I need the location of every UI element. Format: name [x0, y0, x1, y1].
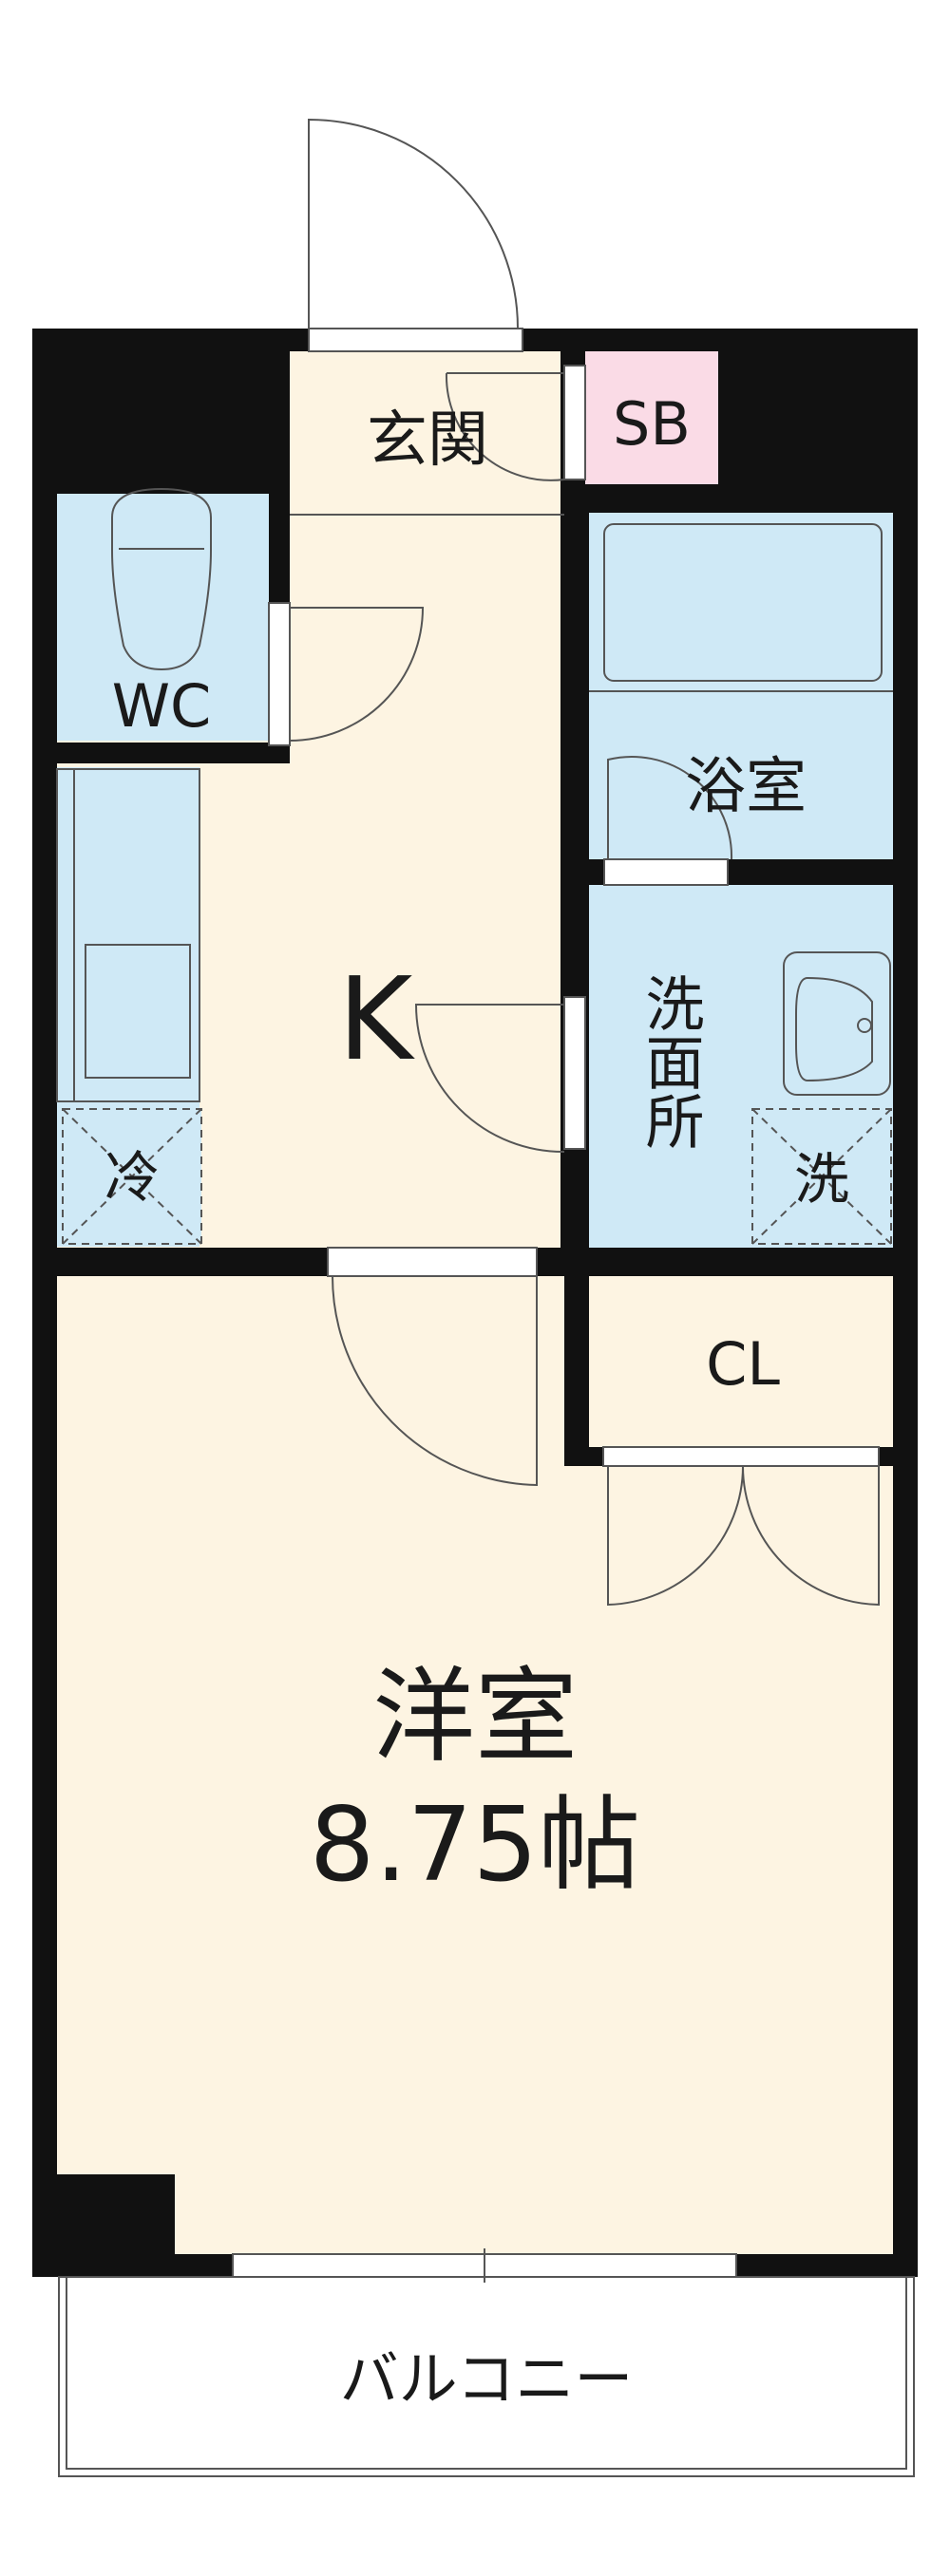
washer-space — [751, 1108, 892, 1245]
stove-icon — [85, 944, 191, 1079]
wall-bath-top — [564, 484, 893, 513]
shoe-box — [585, 351, 718, 484]
wash-door-swing — [414, 1004, 565, 1154]
door-swings — [289, 118, 880, 1607]
shoe-box-gap — [563, 365, 586, 480]
washroom-label: 洗面所 — [636, 973, 705, 1150]
room-door-opening — [327, 1247, 538, 1277]
toilet-door-opening — [268, 602, 291, 746]
toilet-bowl-icon — [111, 487, 212, 671]
balcony-label: バルコニー — [340, 2344, 634, 2414]
fixtures — [56, 487, 893, 1102]
balcony — [58, 2276, 915, 2477]
closet-door-opening — [602, 1446, 880, 1467]
entrance-label: 玄関 — [367, 405, 488, 476]
fridge-label: 冷 — [104, 1145, 160, 1210]
washer-label: 洗 — [794, 1147, 849, 1212]
bathroom-label: 浴室 — [685, 752, 807, 822]
shoe-box-door-swing — [445, 372, 565, 481]
toilet-floor — [57, 494, 269, 741]
front-door-opening — [308, 328, 523, 352]
wall-closet-left — [564, 1263, 589, 1466]
western-room-label: 洋室 — [372, 1658, 578, 1777]
front-door-swing — [308, 118, 519, 329]
shoe-box-label: SB — [613, 389, 691, 459]
fridge-space — [62, 1108, 202, 1245]
sink-basin-icon — [783, 951, 891, 1096]
toilet-door-swing — [289, 607, 425, 742]
western-room-size: 8.75帖 — [310, 1786, 640, 1905]
entrance-floor — [290, 351, 560, 494]
bathroom-floor — [589, 513, 893, 859]
faucet-icon — [857, 1018, 872, 1033]
room-door-swing — [332, 1275, 538, 1487]
bath-door-swing — [607, 755, 733, 860]
pillar — [57, 2174, 175, 2254]
western-room-floor-right — [570, 1447, 893, 2254]
wash-door-opening — [563, 996, 586, 1150]
bath-door-opening — [603, 858, 729, 886]
wall-toilet-bottom — [57, 743, 290, 763]
toilet-label: WC — [112, 671, 212, 741]
wall-toilet-top — [57, 473, 290, 494]
closet-door-left-swing — [607, 1465, 744, 1607]
closet-label: CL — [706, 1329, 780, 1399]
closet-door-right-swing — [742, 1465, 880, 1607]
bathtub-icon — [603, 523, 883, 682]
kitchen-label: K — [338, 954, 416, 1086]
kitchen-sink-outline — [56, 768, 200, 1102]
sink-bowl-icon — [795, 976, 873, 1082]
